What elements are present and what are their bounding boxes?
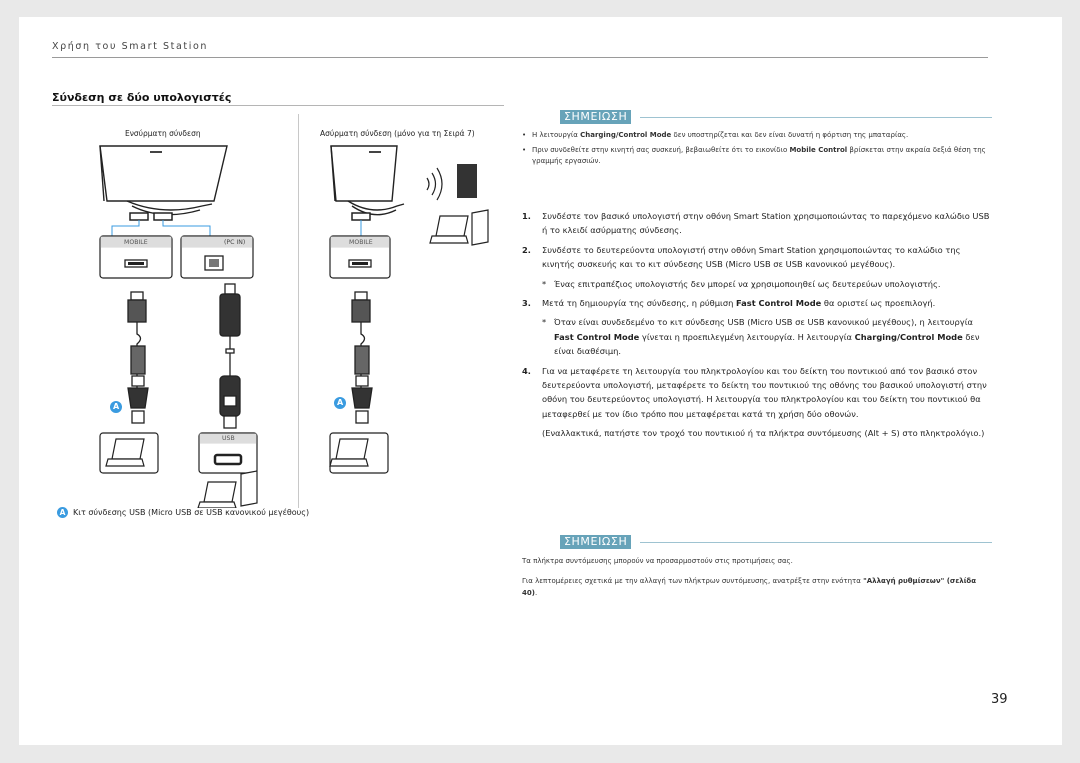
usb-port-icon [213, 453, 243, 466]
pc-in-port-icon [153, 212, 173, 221]
usb-port-label: USB [222, 435, 235, 442]
title-divider [52, 105, 504, 106]
micro-usb-cable-icon [127, 291, 149, 424]
diagram-illustration [99, 145, 489, 508]
callout-a-letter: A [337, 398, 344, 407]
footnote-text: Κιτ σύνδεσης USB (Micro USB σε USB κανον… [73, 508, 310, 517]
header-title: Χρήση του Smart Station [52, 41, 208, 52]
note-item: Η λειτουργία Charging/Control Mode δεν υ… [522, 130, 992, 142]
instruction-steps: 1.Συνδέστε τον βασικό υπολογιστή στην οθ… [522, 209, 992, 444]
micro-usb-cable-icon [351, 291, 373, 424]
header-divider [52, 57, 988, 58]
mobile-port-icon [351, 212, 371, 221]
note-tag: ΣΗΜΕΙΩΣΗ [560, 535, 632, 549]
step-2-note: *Ένας επιτραπέζιος υπολογιστής δεν μπορε… [542, 278, 941, 289]
wireless-signal-icon [426, 167, 443, 201]
step-3: 3.Μετά τη δημιουργία της σύνδεσης, η ρύθ… [522, 298, 936, 309]
note-divider [640, 542, 992, 543]
laptop-icon [105, 215, 469, 508]
pc-in-port-label: (PC IN) [224, 239, 246, 246]
desktop-pc-icon [240, 209, 489, 507]
connection-diagram: Ενσύρματη σύνδεση Ασύρματη σύνδεση (μόνο… [52, 106, 504, 508]
note-2-line-2: Για λεπτομέρειες σχετικά με την αλλαγή τ… [522, 576, 977, 598]
note-2-content: Τα πλήκτρα συντόμευσης μπορούν να προσαρ… [522, 555, 992, 607]
mobile-port-icon [129, 212, 149, 221]
step-1: 1.Συνδέστε τον βασικό υπολογιστή στην οθ… [522, 211, 990, 236]
section-title: Σύνδεση σε δύο υπολογιστές [52, 91, 232, 104]
callout-a-badge [334, 397, 346, 409]
step-2: 2.Συνδέστε το δευτερεύοντα υπολογιστή στ… [522, 244, 961, 270]
step-3-note: *Όταν είναι συνδεδεμένο το κιτ σύνδεσης … [542, 317, 980, 357]
mobile-port-label: MOBILE [124, 239, 148, 246]
wired-connection-label: Ενσύρματη σύνδεση [125, 129, 201, 138]
note-tag: ΣΗΜΕΙΩΣΗ [560, 110, 632, 124]
diagram-divider [298, 114, 299, 508]
wireless-dongle-icon [457, 164, 477, 198]
step-4-alternative: (Εναλλακτικά, πατήστε τον τροχό του ποντ… [542, 428, 985, 439]
callout-a-letter: A [113, 402, 120, 411]
page-number: 39 [991, 692, 1008, 707]
usb-cable-icon [219, 283, 241, 429]
step-4: 4.Για να μεταφέρετε τη λειτουργία του πλ… [522, 365, 987, 419]
note-item: Πριν συνδεθείτε στην κινητή σας συσκευή,… [522, 145, 992, 168]
note-2-line-1: Τα πλήκτρα συντόμευσης μπορούν να προσαρ… [522, 557, 793, 565]
mobile-port-label: MOBILE [349, 239, 373, 246]
note-list: Η λειτουργία Charging/Control Mode δεν υ… [522, 130, 992, 171]
wireless-connection-label: Ασύρματη σύνδεση (μόνο για τη Σειρά 7) [320, 129, 475, 138]
monitor-icon [99, 145, 228, 216]
callout-a-badge [110, 401, 122, 413]
diagram-footnote: A Κιτ σύνδεσης USB (Micro USB σε USB κανο… [57, 507, 309, 518]
monitor-icon [330, 145, 405, 216]
callout-a-badge: A [57, 507, 68, 518]
note-divider [640, 117, 992, 118]
